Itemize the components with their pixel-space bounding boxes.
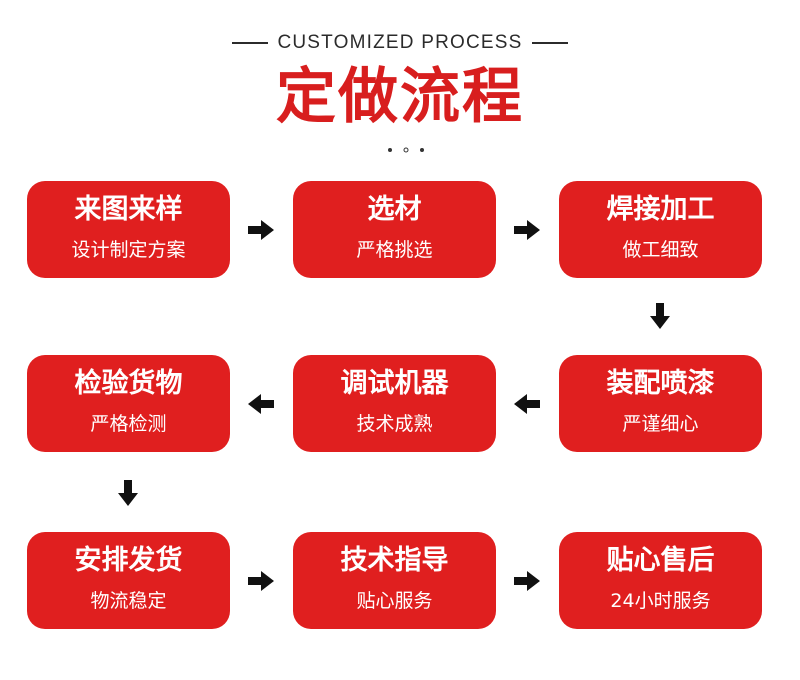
step-title: 技术指导 bbox=[340, 545, 449, 576]
arrow-left-icon bbox=[248, 394, 274, 414]
step-card-8: 技术指导 贴心服务 bbox=[293, 532, 496, 629]
step-desc: 严谨细心 bbox=[622, 413, 699, 435]
step-card-1: 来图来样 设计制定方案 bbox=[27, 181, 230, 278]
step-card-3: 焊接加工 做工细致 bbox=[559, 181, 762, 278]
step-title: 装配喷漆 bbox=[606, 368, 715, 399]
step-desc: 严格检测 bbox=[90, 413, 167, 435]
arrow-down-icon bbox=[650, 303, 670, 329]
step-card-5: 调试机器 技术成熟 bbox=[293, 355, 496, 452]
subtitle-right-rule bbox=[531, 42, 568, 44]
step-desc: 技术成熟 bbox=[356, 413, 433, 435]
step-title: 检验货物 bbox=[74, 368, 183, 399]
step-desc: 物流稳定 bbox=[90, 590, 167, 612]
step-title: 调试机器 bbox=[340, 368, 449, 399]
step-title: 来图来样 bbox=[74, 194, 183, 225]
step-card-2: 选材 严格挑选 bbox=[293, 181, 496, 278]
arrow-right-icon bbox=[514, 220, 540, 240]
step-desc: 严格挑选 bbox=[356, 239, 433, 261]
step-title: 焊接加工 bbox=[606, 194, 715, 225]
step-card-7: 安排发货 物流稳定 bbox=[27, 532, 230, 629]
page-title: 定做流程 bbox=[276, 62, 524, 132]
arrow-right-icon bbox=[248, 571, 274, 591]
step-card-4: 装配喷漆 严谨细心 bbox=[559, 355, 762, 452]
step-title: 贴心售后 bbox=[606, 545, 715, 576]
step-title: 选材 bbox=[367, 194, 422, 225]
step-title: 安排发货 bbox=[74, 545, 183, 576]
step-card-9: 贴心售后 24小时服务 bbox=[559, 532, 762, 629]
step-card-6: 检验货物 严格检测 bbox=[27, 355, 230, 452]
subtitle: CUSTOMIZED PROCESS bbox=[277, 32, 523, 53]
step-desc: 做工细致 bbox=[622, 239, 699, 261]
step-desc: 设计制定方案 bbox=[71, 239, 186, 261]
decorative-dots bbox=[388, 147, 424, 153]
arrow-down-icon bbox=[118, 480, 138, 506]
arrow-right-icon bbox=[514, 571, 540, 591]
subtitle-left-rule bbox=[232, 42, 269, 44]
step-desc: 贴心服务 bbox=[356, 590, 433, 612]
subtitle-row: CUSTOMIZED PROCESS bbox=[0, 28, 800, 58]
step-desc: 24小时服务 bbox=[610, 590, 711, 612]
arrow-left-icon bbox=[514, 394, 540, 414]
arrow-right-icon bbox=[248, 220, 274, 240]
